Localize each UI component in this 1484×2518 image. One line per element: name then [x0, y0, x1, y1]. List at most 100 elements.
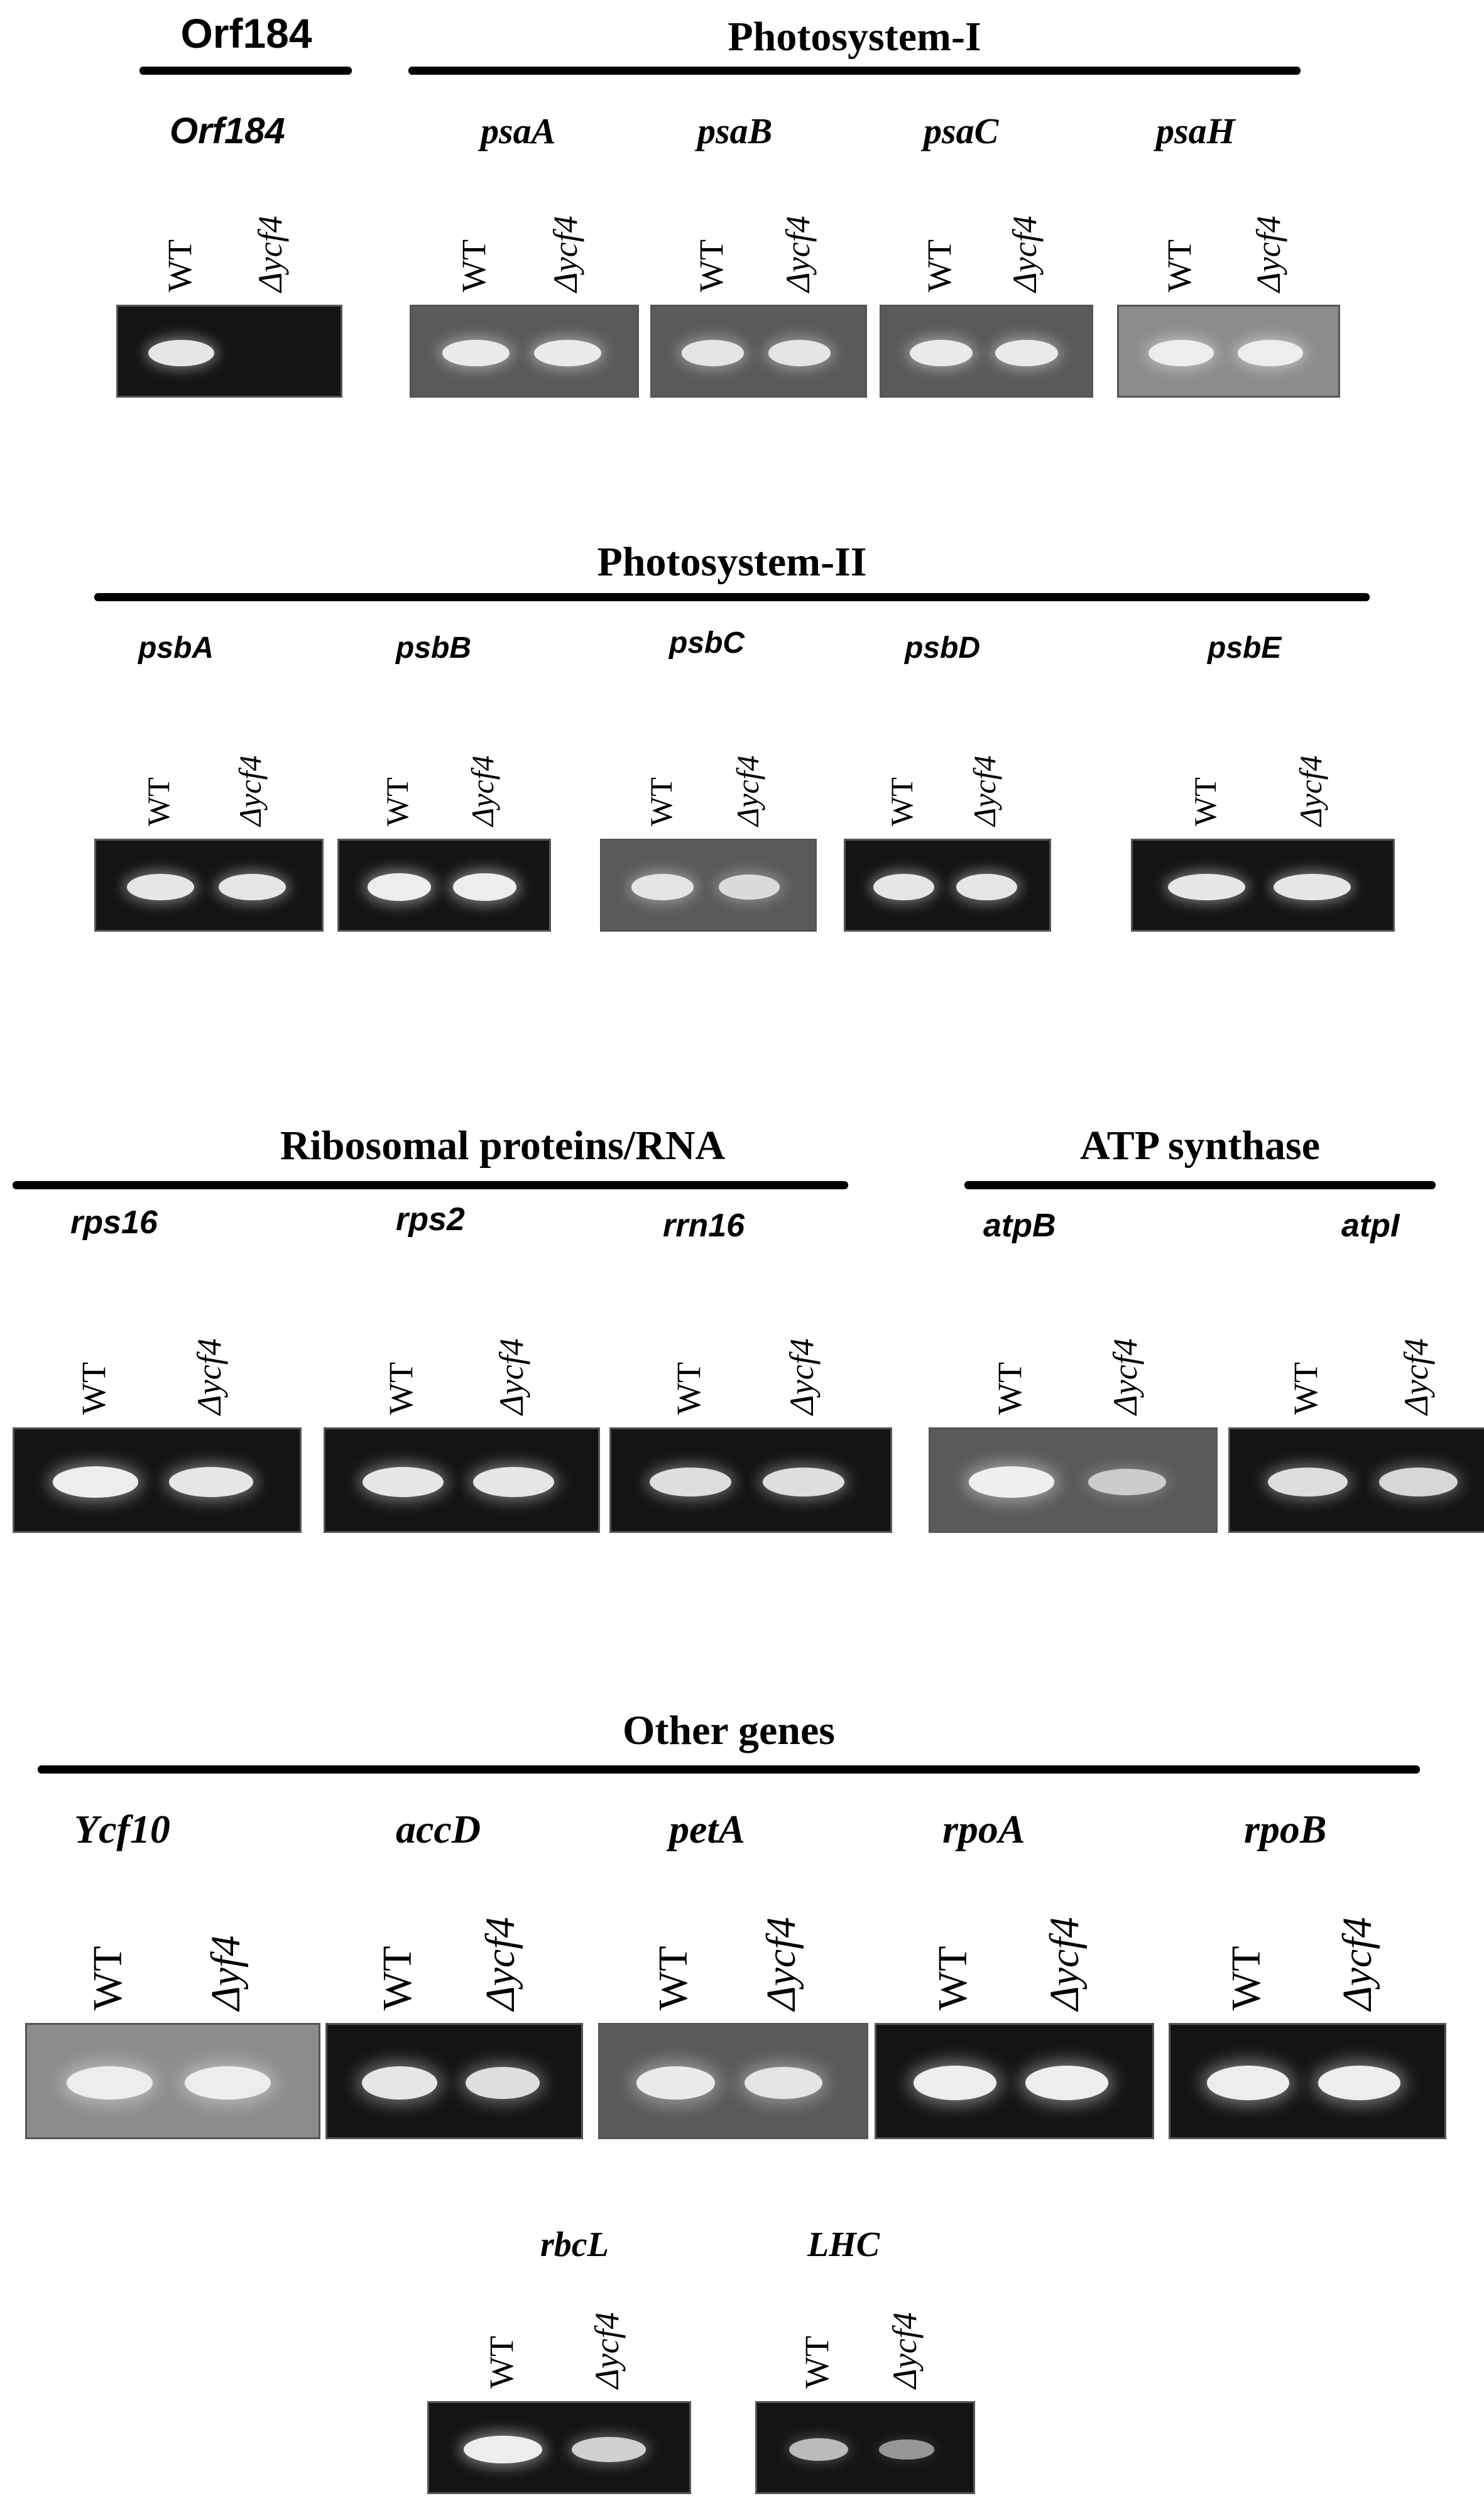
lane-label-wt-psaa: WT: [455, 239, 493, 292]
band-wt-atpb: [968, 1466, 1054, 1498]
lane-label-mutant-rps2: Δycf4: [493, 1338, 531, 1415]
band-mutant-psaa: [533, 339, 601, 367]
gel-peta: [598, 2023, 868, 2139]
gel-psbd: [844, 839, 1051, 932]
band-wt-accd: [361, 2066, 437, 2100]
gel-rbcl: [427, 2401, 691, 2494]
section-line-ribosomal: [13, 1181, 848, 1189]
gel-rpob: [1169, 2023, 1446, 2139]
gene-label-atpi: atpI: [1341, 1207, 1400, 1244]
lane-label-wt-rps2: WT: [382, 1362, 420, 1415]
band-wt-rbcl: [464, 2436, 542, 2463]
gel-psaa: [410, 305, 639, 398]
gel-psab: [650, 305, 867, 398]
lane-label-wt-psbe: WT: [1187, 777, 1223, 826]
lane-label-mutant-orf184: Δycf4: [251, 215, 289, 292]
gene-label-psbd: psbD: [905, 631, 980, 665]
band-wt-psbc: [631, 874, 694, 900]
band-mutant-psab: [768, 340, 831, 366]
lane-label-mutant-psbc: Δycf4: [729, 755, 765, 826]
band-wt-psab: [681, 340, 745, 366]
band-wt-psbe: [1168, 873, 1246, 901]
band-wt-rps16: [52, 1466, 138, 1498]
lane-label-mutant-atpb: Δycf4: [1106, 1338, 1144, 1415]
lane-label-wt-lhc: WT: [798, 2336, 836, 2389]
lane-label-wt-rpob: WT: [1223, 1946, 1269, 2010]
gel-psbb: [337, 839, 551, 932]
band-mutant-psbb: [452, 873, 516, 901]
gene-label-psac: psaC: [924, 111, 999, 151]
gel-psbe: [1131, 839, 1395, 932]
lane-label-mutant-ycf10: Δyf4: [202, 1935, 249, 2010]
gel-accd: [325, 2023, 583, 2139]
section-title-other-genes: Other genes: [623, 1708, 835, 1753]
lane-label-wt-psbc: WT: [643, 777, 679, 826]
gene-label-psba: psbA: [138, 631, 214, 665]
gene-label-peta: petA: [669, 1807, 745, 1851]
band-wt-psac: [910, 339, 973, 367]
gene-label-ycf10: Ycf10: [74, 1807, 170, 1851]
band-wt-rpob: [1207, 2066, 1290, 2100]
band-wt-rps2: [362, 1466, 444, 1498]
band-mutant-rbcl: [571, 2437, 646, 2462]
lane-label-wt-orf184: WT: [160, 239, 199, 292]
band-mutant-atpb: [1088, 1469, 1166, 1495]
lane-label-mutant-psbd: Δycf4: [967, 755, 1003, 826]
lane-label-wt-psbb: WT: [379, 777, 415, 826]
lane-label-mutant-psac: Δycf4: [1006, 215, 1044, 292]
band-mutant-rps2: [472, 1466, 554, 1498]
gel-rps16: [13, 1427, 302, 1533]
section-title-photosystem-ii: Photosystem-II: [597, 539, 867, 585]
gel-ycf10: [25, 2023, 320, 2139]
band-mutant-peta: [745, 2066, 823, 2100]
band-mutant-psah: [1238, 339, 1304, 367]
gene-label-rbcl: rbcL: [540, 2225, 609, 2264]
lane-label-mutant-rpob: Δycf4: [1334, 1917, 1380, 2010]
gel-psba: [94, 839, 324, 932]
band-wt-rpoa: [913, 2066, 996, 2100]
gene-label-rps16: rps16: [70, 1204, 158, 1241]
band-mutant-lhc: [879, 2439, 934, 2460]
gene-label-orf184: Orf184: [170, 111, 285, 151]
gene-label-rpob: rpoB: [1244, 1807, 1327, 1851]
band-mutant-rpob: [1318, 2066, 1401, 2100]
section-line-photosystem-i: [408, 67, 1301, 75]
section-title-ribosomal: Ribosomal proteins/RNA: [280, 1123, 726, 1169]
gel-psbc: [600, 839, 817, 932]
gel-orf184: [116, 305, 342, 398]
section-line-orf184: [139, 67, 352, 75]
lane-label-mutant-psbb: Δycf4: [465, 755, 501, 826]
gel-rrn16: [609, 1427, 892, 1533]
section-title-atp-synthase: ATP synthase: [1079, 1123, 1320, 1169]
band-wt-rrn16: [650, 1467, 731, 1497]
band-wt-psba: [126, 873, 194, 901]
lane-label-mutant-rrn16: Δycf4: [783, 1338, 821, 1415]
band-mutant-psac: [995, 339, 1058, 367]
section-title-orf184: Orf184: [180, 10, 312, 57]
lane-label-mutant-rpoa: Δycf4: [1041, 1917, 1088, 2010]
lane-label-wt-atpb: WT: [990, 1362, 1028, 1415]
lane-label-wt-accd: WT: [374, 1946, 420, 2010]
band-mutant-rrn16: [763, 1467, 844, 1497]
gel-rpoa: [875, 2023, 1154, 2139]
band-mutant-psbc: [719, 875, 780, 900]
lane-label-mutant-rps16: Δycf4: [190, 1338, 228, 1415]
lane-label-mutant-psaa: Δycf4: [547, 215, 585, 292]
band-mutant-rpoa: [1025, 2066, 1108, 2100]
lane-label-mutant-accd: Δycf4: [477, 1917, 523, 2010]
lane-label-mutant-lhc: Δycf4: [886, 2312, 924, 2389]
band-wt-ycf10: [66, 2066, 153, 2100]
gene-label-atpb: atpB: [983, 1207, 1056, 1244]
band-wt-psbd: [873, 873, 934, 901]
section-line-atp-synthase: [964, 1181, 1436, 1189]
band-mutant-atpi: [1378, 1468, 1458, 1496]
band-wt-psbb: [367, 873, 431, 901]
gene-label-psab: psaB: [697, 111, 773, 151]
band-mutant-rps16: [168, 1466, 254, 1498]
gene-label-psah: psaH: [1156, 111, 1235, 151]
lane-label-mutant-psab: Δycf4: [778, 215, 817, 292]
lane-label-wt-psah: WT: [1160, 239, 1199, 292]
gene-label-psbc: psbC: [669, 626, 745, 660]
gene-label-lhc: LHC: [807, 2225, 880, 2264]
band-mutant-accd: [465, 2066, 540, 2100]
